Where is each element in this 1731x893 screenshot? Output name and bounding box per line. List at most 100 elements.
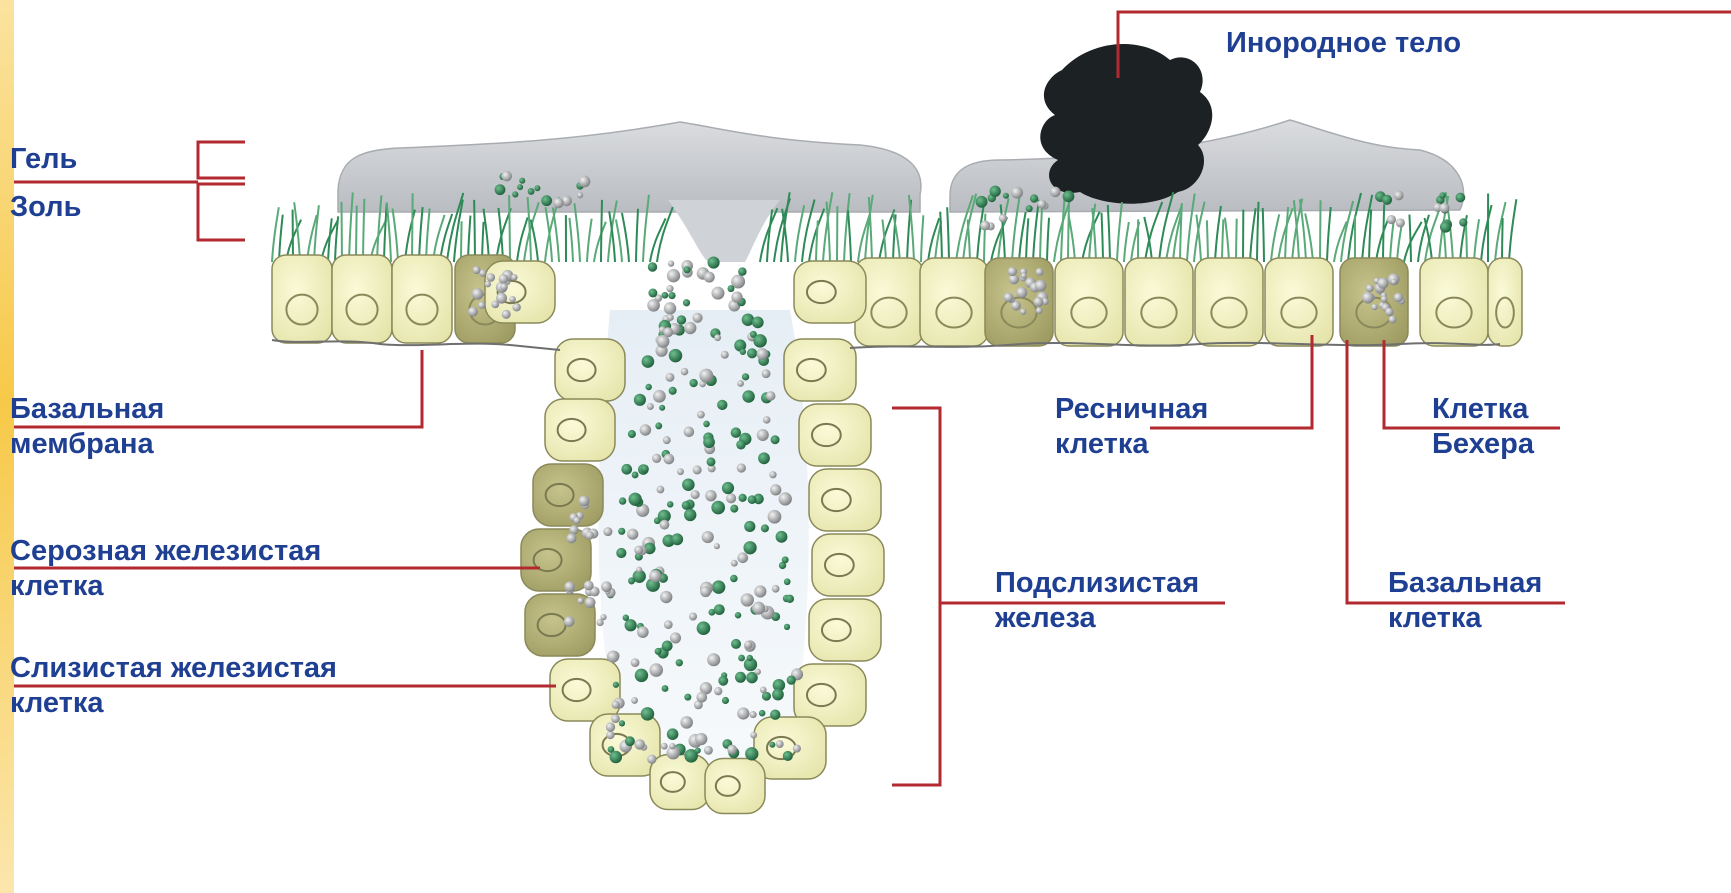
- cilium: [1236, 219, 1237, 262]
- cilium: [657, 207, 673, 262]
- lumen-granule: [618, 528, 625, 535]
- lumen-granule: [616, 548, 626, 558]
- lumen-granule: [769, 471, 776, 478]
- cilium: [848, 210, 851, 262]
- lumen-granule: [704, 746, 713, 755]
- lumen-granule: [737, 380, 744, 387]
- lumen-granule: [722, 697, 729, 704]
- surface-granule: [528, 188, 535, 195]
- lumen-granule: [683, 266, 690, 273]
- goblet-granule: [478, 301, 485, 308]
- cilium: [622, 213, 629, 262]
- cilium: [1327, 207, 1331, 262]
- lumen-granule: [661, 743, 668, 750]
- lumen-granule: [714, 687, 722, 695]
- surface-granule: [1459, 218, 1467, 226]
- lumen-granule: [669, 349, 682, 362]
- lumen-granule: [707, 256, 719, 268]
- cilium: [1320, 200, 1321, 262]
- lumen-granule: [783, 751, 793, 761]
- cilium: [947, 207, 949, 262]
- lumen-granule: [684, 509, 696, 521]
- lumen-granule: [714, 604, 725, 615]
- surface-granule: [1011, 187, 1023, 199]
- goblet-granule: [1035, 280, 1047, 292]
- surface-granule: [519, 178, 525, 184]
- lumen-granule: [731, 291, 742, 302]
- lumen-granule: [740, 349, 746, 355]
- surface-granule: [999, 214, 1007, 222]
- cilium: [531, 220, 538, 262]
- lumen-granule: [722, 482, 734, 494]
- lumen-granule: [689, 379, 697, 387]
- lumen-granule: [758, 452, 770, 464]
- goblet-granule: [496, 293, 507, 304]
- lumen-granule: [680, 716, 693, 729]
- lumen-granule: [707, 457, 716, 466]
- lumen-granule: [612, 701, 620, 709]
- ciliated-cell: [272, 255, 332, 343]
- lumen-granule: [717, 400, 727, 410]
- lumen-granule: [665, 373, 674, 382]
- goblet-granule: [1016, 287, 1027, 298]
- serous-granule: [577, 598, 584, 605]
- lumen-granule: [763, 416, 771, 424]
- foreign-body-particle: [1040, 44, 1212, 204]
- cilium: [601, 200, 602, 262]
- cilium: [940, 212, 942, 262]
- surface-granule: [1387, 215, 1396, 224]
- goblet-granule: [1033, 297, 1043, 307]
- serous-granule: [573, 517, 580, 524]
- lumen-granule: [793, 744, 801, 752]
- lumen-granule: [671, 533, 683, 545]
- lumen-granule: [610, 751, 622, 763]
- lumen-granule: [736, 440, 745, 449]
- lumen-granule: [702, 531, 714, 543]
- lumen-granule: [621, 464, 632, 475]
- cilium: [426, 208, 430, 262]
- cilium: [393, 208, 398, 262]
- lumen-granule: [663, 454, 674, 465]
- lumen-granule: [653, 390, 666, 403]
- goblet-granule: [1021, 273, 1027, 279]
- lumen-granule: [625, 619, 637, 631]
- lumen-granule: [739, 494, 747, 502]
- label-basal-cell: Базальная клетка: [1388, 566, 1542, 636]
- lumen-granule: [631, 697, 638, 704]
- lumen-granule: [625, 736, 635, 746]
- surface-granule: [1382, 195, 1392, 205]
- lumen-granule: [692, 313, 702, 323]
- lumen-granule: [769, 742, 775, 748]
- lumen-granule: [649, 663, 663, 677]
- cilium: [328, 218, 332, 262]
- lumen-granule: [750, 711, 757, 718]
- surface-granule: [990, 186, 1001, 197]
- mucous-gland-cell: [794, 261, 866, 323]
- lumen-granule: [757, 429, 769, 441]
- cilium: [484, 209, 489, 262]
- lumen-granule: [787, 676, 796, 685]
- lumen-granule: [703, 436, 715, 448]
- lumen-granule: [742, 373, 749, 380]
- lumen-granule: [669, 743, 675, 749]
- lumen-granule: [728, 285, 735, 292]
- ciliated-cell: [920, 258, 988, 346]
- lumen-granule: [619, 720, 625, 726]
- lumen-granule: [667, 269, 680, 282]
- cilium: [1124, 222, 1129, 262]
- lumen-granule: [742, 390, 754, 402]
- label-serous-cell: Серозная железистая клетка: [10, 534, 321, 604]
- ciliated-cell: [1055, 258, 1123, 346]
- cilium: [879, 209, 894, 262]
- cilium: [1068, 195, 1069, 262]
- cilium: [921, 215, 923, 262]
- lumen-granule: [634, 739, 645, 750]
- lumen-granule: [682, 501, 691, 510]
- lumen-granule: [745, 747, 758, 760]
- lumen-granule: [741, 593, 754, 606]
- cilium: [616, 220, 622, 262]
- lumen-granule: [737, 707, 749, 719]
- lumen-granule: [682, 478, 695, 491]
- cilium: [636, 209, 638, 262]
- lumen-granule: [766, 391, 776, 401]
